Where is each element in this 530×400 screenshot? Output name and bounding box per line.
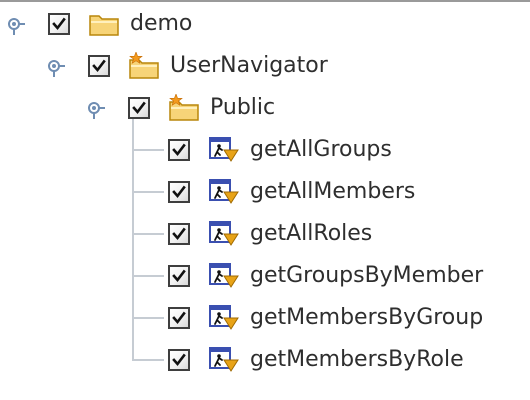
- tree-node-get-members-by-role[interactable]: getMembersByRole: [0, 339, 530, 381]
- expand-handle-icon[interactable]: [83, 97, 105, 119]
- top-border: [0, 0, 530, 2]
- folder-icon: [88, 10, 120, 38]
- checkbox[interactable]: [168, 181, 190, 203]
- checkbox[interactable]: [88, 55, 110, 77]
- tree-node-get-all-members[interactable]: getAllMembers: [0, 171, 530, 213]
- tree-node-label[interactable]: getAllRoles: [250, 221, 373, 246]
- tree-node-label[interactable]: getMembersByRole: [250, 347, 464, 372]
- tree-guide-vertical: [132, 119, 134, 360]
- tree-node-label[interactable]: getAllMembers: [250, 179, 416, 204]
- method-icon: [208, 220, 240, 248]
- package-folder-icon: [128, 51, 160, 80]
- checkbox[interactable]: [128, 97, 150, 119]
- method-icon: [208, 346, 240, 374]
- tree-node-demo[interactable]: demo: [0, 3, 530, 45]
- tree-node-get-members-by-group[interactable]: getMembersByGroup: [0, 297, 530, 339]
- tree-node-user-navigator[interactable]: UserNavigator: [0, 45, 530, 87]
- checkbox[interactable]: [168, 265, 190, 287]
- method-icon: [208, 178, 240, 206]
- method-icon: [208, 262, 240, 290]
- tree-node-get-all-roles[interactable]: getAllRoles: [0, 213, 530, 255]
- tree-node-label[interactable]: demo: [130, 11, 193, 36]
- tree-node-label[interactable]: Public: [210, 95, 276, 120]
- method-icon: [208, 304, 240, 332]
- expand-handle-icon[interactable]: [43, 55, 65, 77]
- tree-guide-horizontal: [132, 233, 164, 235]
- tree-node-public[interactable]: Public: [0, 87, 530, 129]
- checkbox[interactable]: [168, 307, 190, 329]
- tree-node-label[interactable]: getMembersByGroup: [250, 305, 484, 330]
- tree-node-label[interactable]: getGroupsByMember: [250, 263, 484, 288]
- tree-guide-horizontal: [132, 317, 164, 319]
- tree-node-label[interactable]: UserNavigator: [170, 53, 328, 78]
- checkbox[interactable]: [168, 139, 190, 161]
- expand-handle-icon[interactable]: [3, 13, 25, 35]
- tree-guide-horizontal: [132, 359, 164, 361]
- tree-node-get-all-groups[interactable]: getAllGroups: [0, 129, 530, 171]
- checkbox[interactable]: [168, 349, 190, 371]
- tree-guide-horizontal: [132, 275, 164, 277]
- checkbox[interactable]: [168, 223, 190, 245]
- package-folder-icon: [168, 93, 200, 122]
- tree-node-label[interactable]: getAllGroups: [250, 137, 392, 162]
- checkbox[interactable]: [48, 13, 70, 35]
- tree-node-get-groups-by-member[interactable]: getGroupsByMember: [0, 255, 530, 297]
- tree-guide-horizontal: [132, 149, 164, 151]
- tree-guide-horizontal: [132, 191, 164, 193]
- method-icon: [208, 136, 240, 164]
